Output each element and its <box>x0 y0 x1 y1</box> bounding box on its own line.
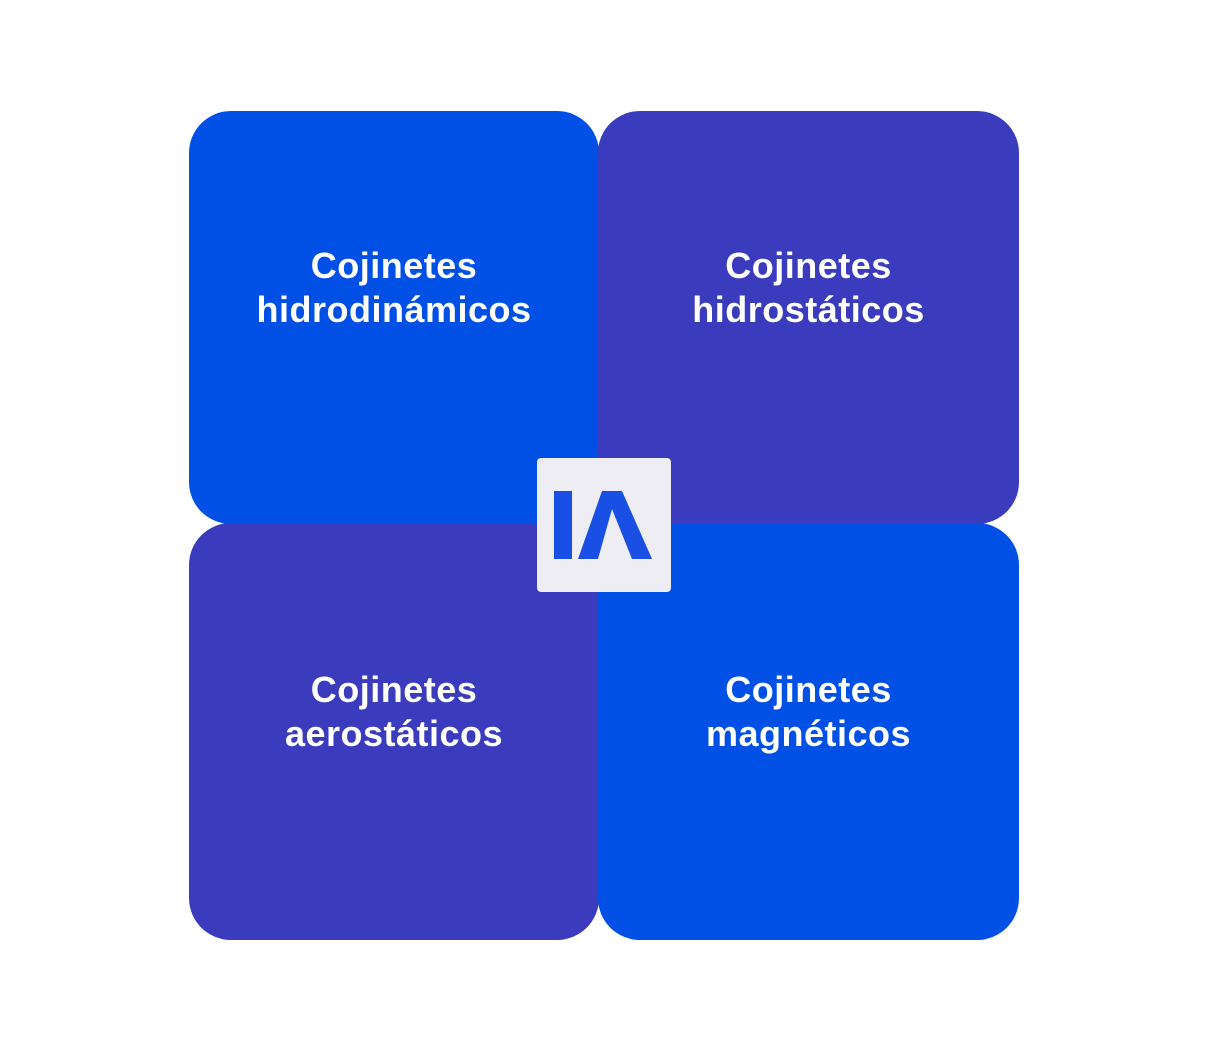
quadrant-label: Cojinetes hidrodinámicos <box>256 244 531 332</box>
quadrant-label-line2: hidrostáticos <box>692 288 925 330</box>
quadrant-hidrodinamicos: Cojinetes hidrodinámicos <box>189 111 599 524</box>
quadrant-aerostaticos: Cojinetes aerostáticos <box>189 523 599 940</box>
quadrant-label-line1: Cojinetes <box>310 668 478 710</box>
quadrant-label-line1: Cojinetes <box>725 668 892 710</box>
quadrant-hidrostaticos: Cojinetes hidrostáticos <box>598 111 1019 524</box>
quadrant-label: Cojinetes aerostáticos <box>285 668 503 756</box>
ia-logo <box>537 458 671 592</box>
quadrant-label-line2: aerostáticos <box>284 712 504 754</box>
quadrant-label: Cojinetes magnéticos <box>706 668 911 756</box>
quadrant-magneticos: Cojinetes magnéticos <box>598 523 1019 940</box>
ia-logo-icon <box>554 491 652 559</box>
quadrant-label-line1: Cojinetes <box>310 244 478 286</box>
quadrant-label-line2: magnéticos <box>705 712 912 754</box>
quadrant-label-line1: Cojinetes <box>725 244 892 286</box>
quadrant-label: Cojinetes hidrostáticos <box>692 244 925 332</box>
quadrant-label-line2: hidrodinámicos <box>256 288 532 330</box>
